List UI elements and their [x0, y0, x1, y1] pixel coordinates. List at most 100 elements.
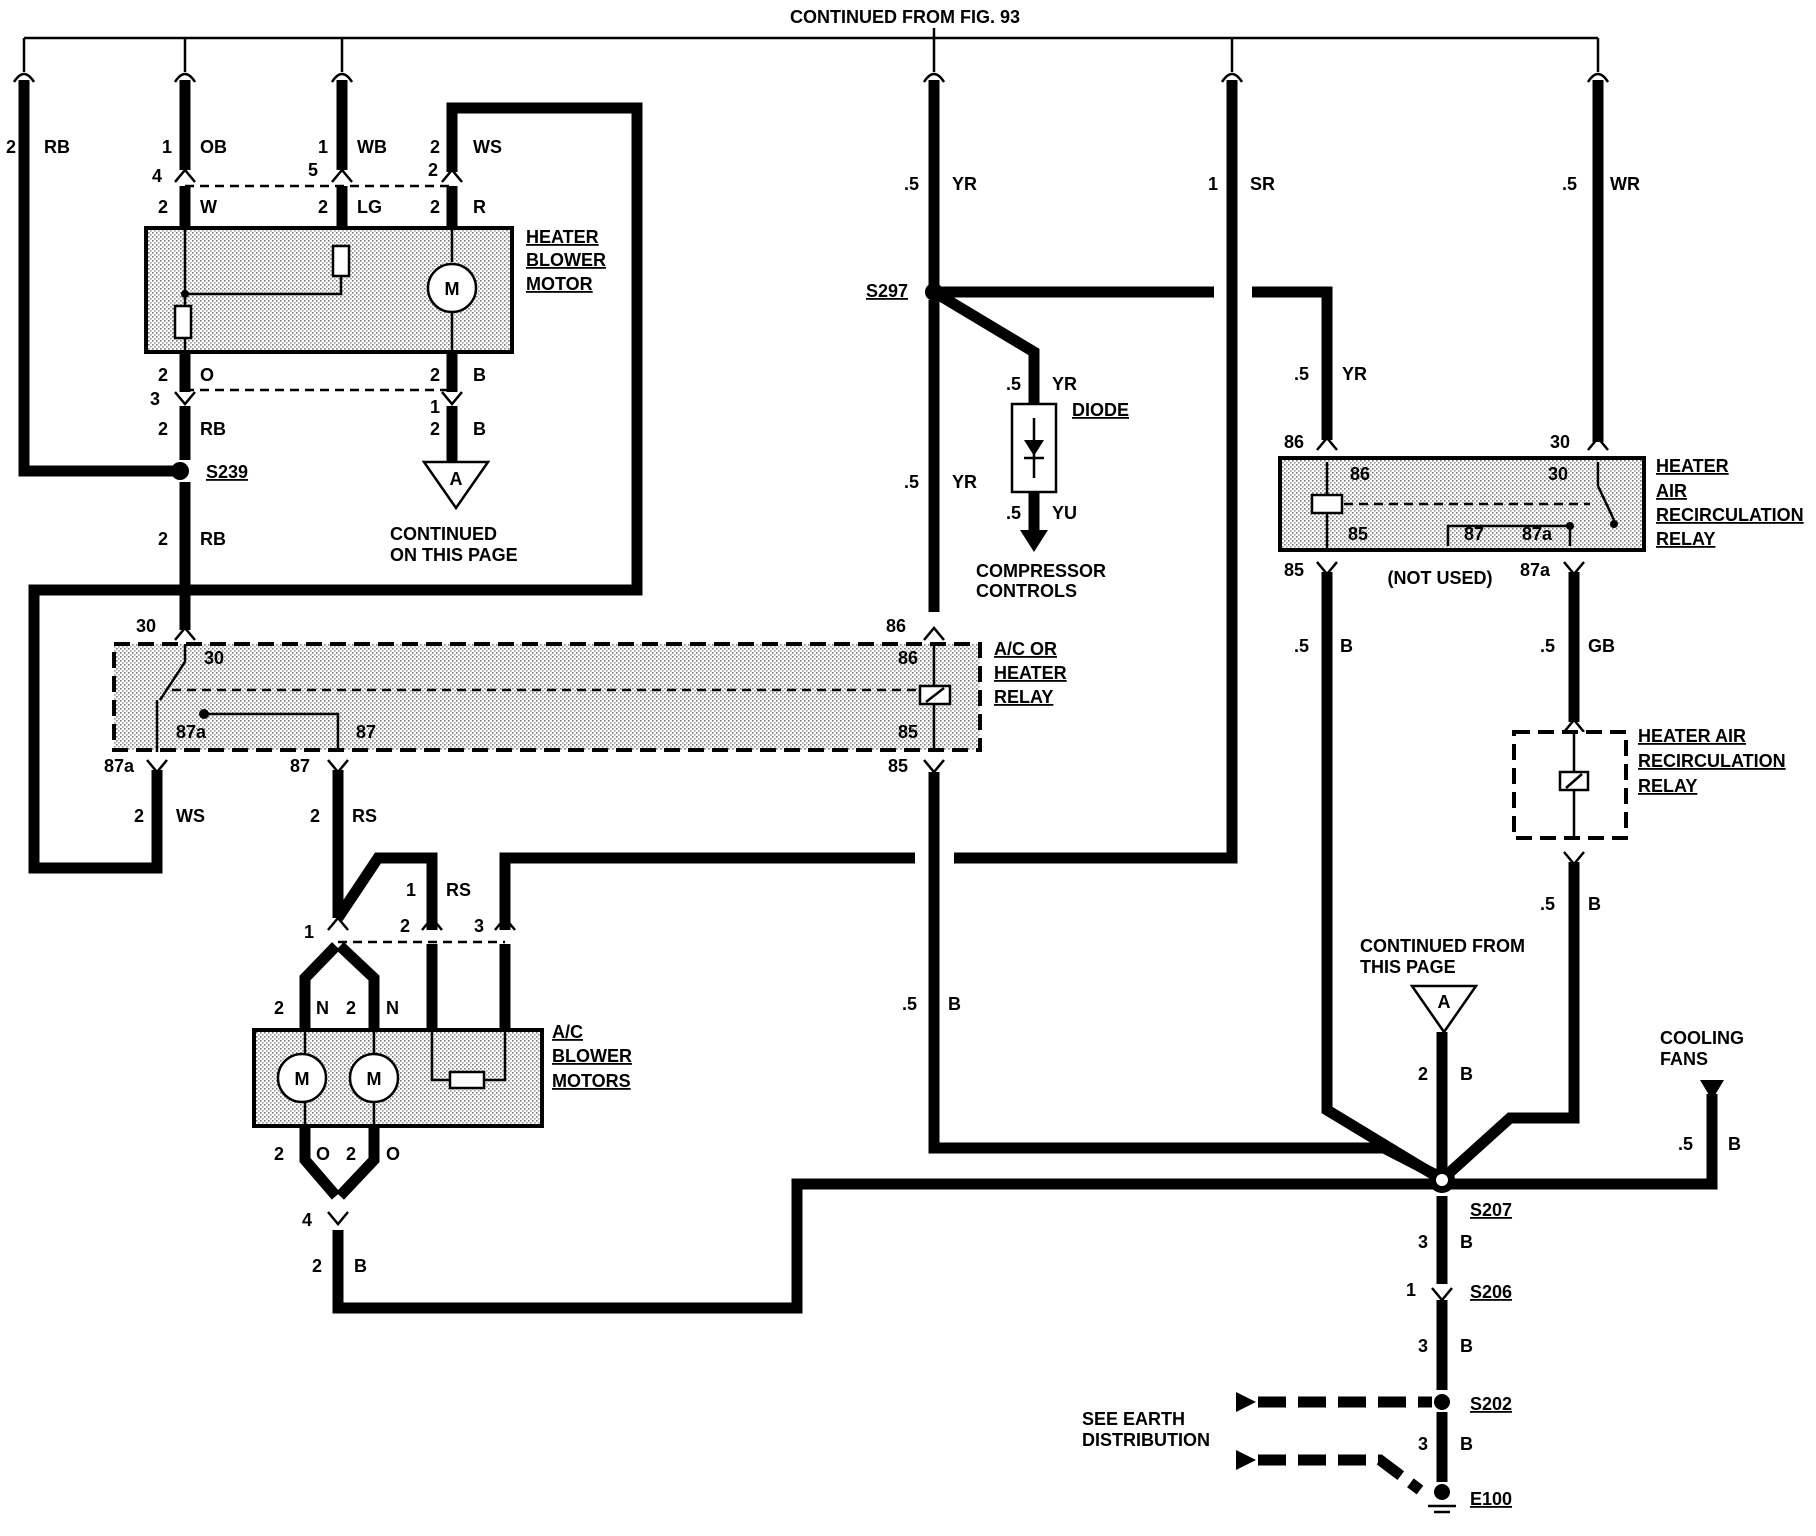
recirc-top-label-2: AIR	[1656, 481, 1687, 501]
pin-label: 86	[1350, 464, 1370, 484]
continued-from-fig-label: CONTINUED FROM FIG. 93	[790, 7, 1020, 27]
recirc-bottom-label-1: HEATER AIR	[1638, 726, 1746, 746]
pin-label: 85	[1348, 524, 1368, 544]
relay-coil-icon	[1310, 493, 1344, 515]
wire-color: O	[200, 365, 214, 385]
ac-blower-motors[interactable]: M M A/C BLOWER MOTORS	[252, 1022, 632, 1128]
pin-label: 3	[150, 389, 160, 409]
pin-label: 87a	[1520, 560, 1551, 580]
continued-on-page-1: CONTINUED	[390, 524, 497, 544]
heater-air-recirc-relay-bottom[interactable]: HEATER AIR RECIRCULATION RELAY	[1512, 726, 1786, 840]
pin-label: 4	[302, 1210, 312, 1230]
wire-size: 2	[430, 419, 440, 439]
wire-color: N	[316, 998, 329, 1018]
ac-blower-label-1: A/C	[552, 1022, 583, 1042]
not-used-label: (NOT USED)	[1388, 568, 1493, 588]
ac-relay-label-1: A/C OR	[994, 639, 1057, 659]
wire-size: 2	[274, 1144, 284, 1164]
wire-color: B	[1460, 1434, 1473, 1454]
ac-heater-relay[interactable]: A/C OR HEATER RELAY	[112, 639, 1067, 752]
wire-color: O	[316, 1144, 330, 1164]
connector-a-bottom[interactable]: CONTINUED FROM THIS PAGE A	[1360, 936, 1525, 1035]
wire-size: 3	[1418, 1434, 1428, 1454]
continued-from-page-1: CONTINUED FROM	[1360, 936, 1525, 956]
pin-label: 4	[152, 166, 162, 186]
wire-size: .5	[1294, 364, 1309, 384]
pin-label: 87a	[1522, 524, 1553, 544]
wire-color: RB	[200, 529, 226, 549]
pin-label: 30	[136, 616, 156, 636]
motor-label: M	[367, 1069, 382, 1089]
pin-label: 30	[204, 648, 224, 668]
wire-size: 2	[158, 529, 168, 549]
wire-color: O	[386, 1144, 400, 1164]
wire-size: .5	[1540, 636, 1555, 656]
recirc-top-label-1: HEATER	[1656, 456, 1729, 476]
pin-label: 3	[474, 916, 484, 936]
wire-color: LG	[357, 197, 382, 217]
wire-size: 1	[1208, 174, 1218, 194]
heater-blower-motor[interactable]: M HEATER BLOWER MOTOR	[144, 226, 606, 354]
continued-from-page-2: THIS PAGE	[1360, 957, 1456, 977]
wire-size: .5	[902, 994, 917, 1014]
s207-label: S207	[1470, 1200, 1512, 1220]
heater-air-recirc-relay-top[interactable]: HEATER AIR RECIRCULATION RELAY (NOT USED…	[1278, 456, 1804, 588]
wire-color: YR	[1342, 364, 1367, 384]
wire-size: 3	[1418, 1336, 1428, 1356]
wire-size: 2	[6, 137, 16, 157]
cooling-fans: COOLING FANS	[1660, 1028, 1744, 1100]
wire-size: 2	[158, 419, 168, 439]
ground-splices: S207 S206 S202 SEE EARTH DISTRIBUTION E1…	[1082, 1167, 1512, 1514]
wire-color: OB	[200, 137, 227, 157]
connector-a-top[interactable]: A CONTINUED ON THIS PAGE	[390, 460, 518, 565]
wire-color: B	[1460, 1336, 1473, 1356]
wire-color: YU	[1052, 503, 1077, 523]
wire-size: 2	[158, 197, 168, 217]
wire-color: WB	[357, 137, 387, 157]
pin-label: 2	[428, 160, 438, 180]
s206-label: S206	[1470, 1282, 1512, 1302]
wire-color: B	[473, 419, 486, 439]
continued-on-page-2: ON THIS PAGE	[390, 545, 518, 565]
wire-size: 2	[310, 806, 320, 826]
motor-label: M	[295, 1069, 310, 1089]
wire-size: 2	[430, 137, 440, 157]
wire-color: W	[200, 197, 217, 217]
see-earth-label-2: DISTRIBUTION	[1082, 1430, 1210, 1450]
pin-label: 30	[1550, 432, 1570, 452]
wire-color: B	[1340, 636, 1353, 656]
s297-label: S297	[866, 281, 908, 301]
pin-label: 86	[886, 616, 906, 636]
wire-color: N	[386, 998, 399, 1018]
recirc-top-label-4: RELAY	[1656, 529, 1715, 549]
wire-size: .5	[1294, 636, 1309, 656]
compressor-label-1: COMPRESSOR	[976, 561, 1106, 581]
cooling-fans-label-2: FANS	[1660, 1049, 1708, 1069]
diode[interactable]: DIODE	[1010, 400, 1129, 494]
connector-a-letter: A	[1438, 992, 1451, 1012]
heater-blower-label-2: BLOWER	[526, 250, 606, 270]
compressor-controls: COMPRESSOR CONTROLS	[976, 530, 1106, 601]
wire-size: 1	[318, 137, 328, 157]
wire-color: RS	[352, 806, 377, 826]
resistor-icon	[448, 1070, 486, 1090]
pin-label: 2	[400, 916, 410, 936]
wire-color: WR	[1610, 174, 1640, 194]
wire-color: GB	[1588, 636, 1615, 656]
e100-label: E100	[1470, 1489, 1512, 1509]
pin-label: 1	[304, 922, 314, 942]
pin-label: 85	[1284, 560, 1304, 580]
wire-color: RS	[446, 880, 471, 900]
wire-size: 2	[346, 998, 356, 1018]
pin-label: 85	[888, 756, 908, 776]
arrow-down-icon	[1020, 530, 1048, 552]
pin-label: 85	[898, 722, 918, 742]
compressor-label-2: CONTROLS	[976, 581, 1077, 601]
pin-label: 87a	[176, 722, 207, 742]
wire-size: .5	[1562, 174, 1577, 194]
cooling-fans-label-1: COOLING	[1660, 1028, 1744, 1048]
see-earth-label-1: SEE EARTH	[1082, 1409, 1185, 1429]
motor-icon	[348, 1052, 400, 1104]
wire-size: 1	[162, 137, 172, 157]
